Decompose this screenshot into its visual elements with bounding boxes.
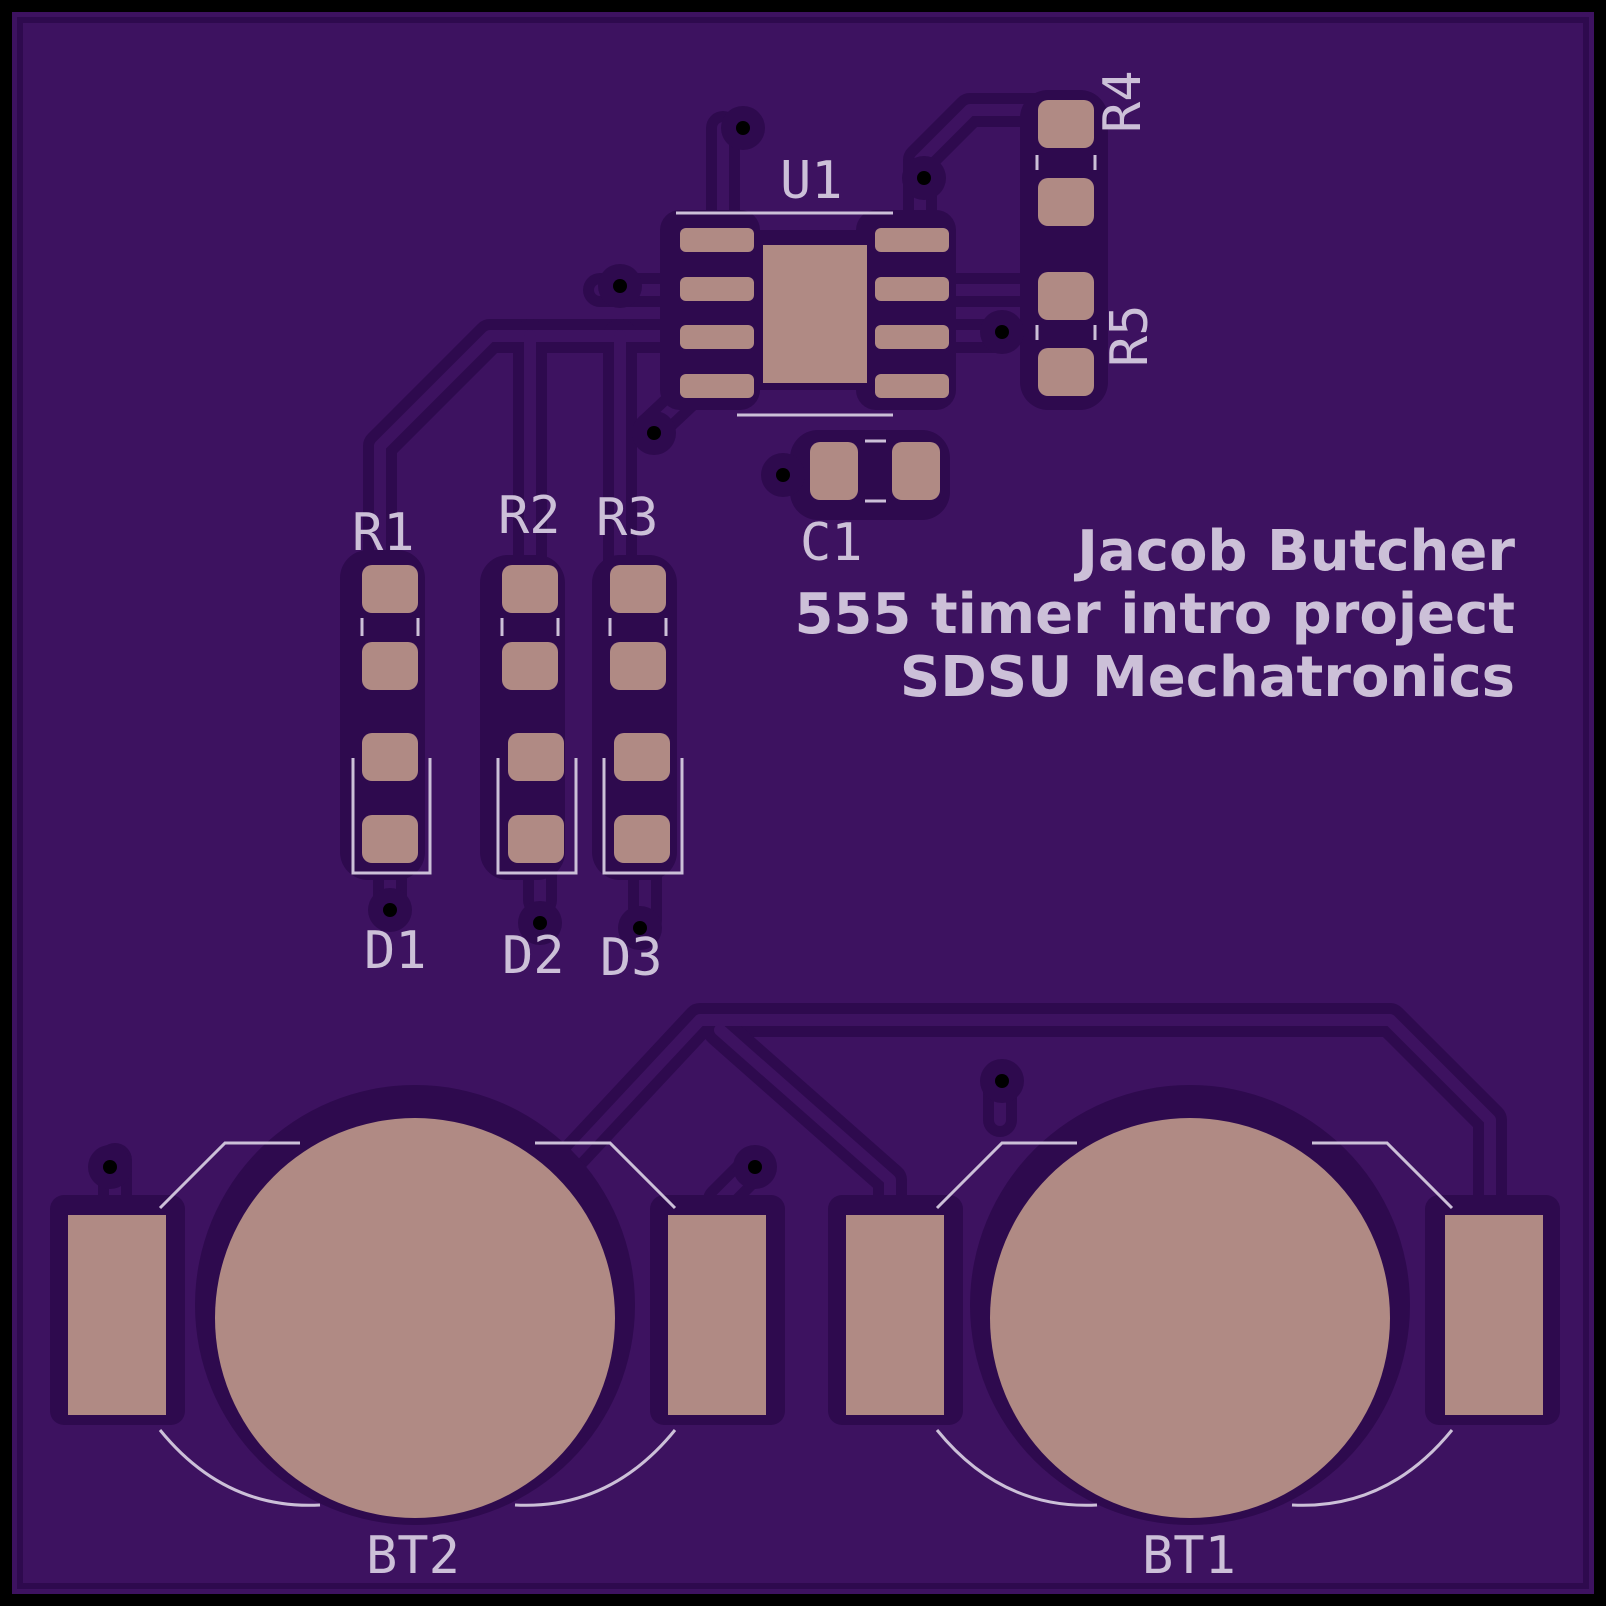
d3-pad-b	[614, 815, 670, 863]
via-hole	[103, 1160, 117, 1174]
u1-pad-5	[875, 374, 949, 398]
c1-pad-a	[810, 442, 858, 500]
d2-pad-a	[508, 733, 564, 781]
bt2-label: BT2	[366, 1526, 460, 1586]
silkscreen-outlines	[158, 155, 1454, 1507]
via-hole	[748, 1160, 762, 1174]
r5-label: R5	[1100, 304, 1160, 367]
r3-pad-a	[610, 565, 666, 613]
r1-pad-a	[362, 565, 418, 613]
bt1-pad-left	[846, 1215, 944, 1415]
r4-pad-a	[1038, 100, 1094, 148]
c1-label: C1	[800, 513, 863, 573]
d2-pad-b	[508, 815, 564, 863]
r2-label: R2	[498, 486, 561, 546]
via-hole	[736, 121, 750, 135]
d1-pad-a	[362, 733, 418, 781]
bt1-pad-right	[1445, 1215, 1543, 1415]
u1-pad-4	[680, 374, 754, 398]
note-project: 555 timer intro project	[794, 582, 1515, 647]
bt2-pad-left	[68, 1215, 166, 1415]
c1-pad-b	[892, 442, 940, 500]
via-hole	[383, 903, 397, 917]
u1-pad-1	[680, 228, 754, 252]
via-hole	[995, 1074, 1009, 1088]
bt2-pad-right	[668, 1215, 766, 1415]
board-inner-edge	[17, 17, 1589, 1589]
r3-label: R3	[596, 488, 659, 548]
d3-pad-a	[614, 733, 670, 781]
note-organization: SDSU Mechatronics	[900, 645, 1515, 710]
u1-pad-8	[875, 228, 949, 252]
r5-pad-a	[1038, 272, 1094, 320]
via-hole	[776, 468, 790, 482]
via-hole	[533, 916, 547, 930]
via-hole	[647, 426, 661, 440]
r2-pad-a	[502, 565, 558, 613]
u1-label: U1	[780, 151, 843, 211]
d3-label: D3	[600, 928, 663, 988]
via-hole	[613, 279, 627, 293]
bt2-center-pad	[215, 1118, 615, 1518]
bt1-center-pad	[990, 1118, 1390, 1518]
board-notes: Jacob Butcher 555 timer intro project SD…	[794, 519, 1515, 710]
r1-pad-b	[362, 642, 418, 690]
designators: U1 R1 R2 R3 C1 D1 D2 D3 BT2 BT1 R4 R5	[352, 70, 1236, 1586]
u1-pad-3	[680, 325, 754, 349]
r3-pad-b	[610, 642, 666, 690]
r1-label: R1	[352, 503, 415, 563]
via-hole	[995, 325, 1009, 339]
u1-pad-7	[875, 277, 949, 301]
u1-pad-2	[680, 277, 754, 301]
d1-pad-b	[362, 815, 418, 863]
r4-label: R4	[1093, 70, 1153, 133]
via-hole	[917, 171, 931, 185]
copper-pads	[68, 100, 1543, 1518]
vias	[88, 106, 1024, 1189]
bt1-label: BT1	[1142, 1526, 1236, 1586]
u1-thermal-pad	[763, 245, 867, 383]
r2-pad-b	[502, 642, 558, 690]
via-hole	[633, 921, 647, 935]
r5-pad-b	[1038, 348, 1094, 396]
r4-pad-b	[1038, 178, 1094, 226]
note-author: Jacob Butcher	[1073, 519, 1515, 584]
d2-label: D2	[502, 926, 565, 986]
d1-label: D1	[364, 921, 427, 981]
u1-pad-6	[875, 325, 949, 349]
